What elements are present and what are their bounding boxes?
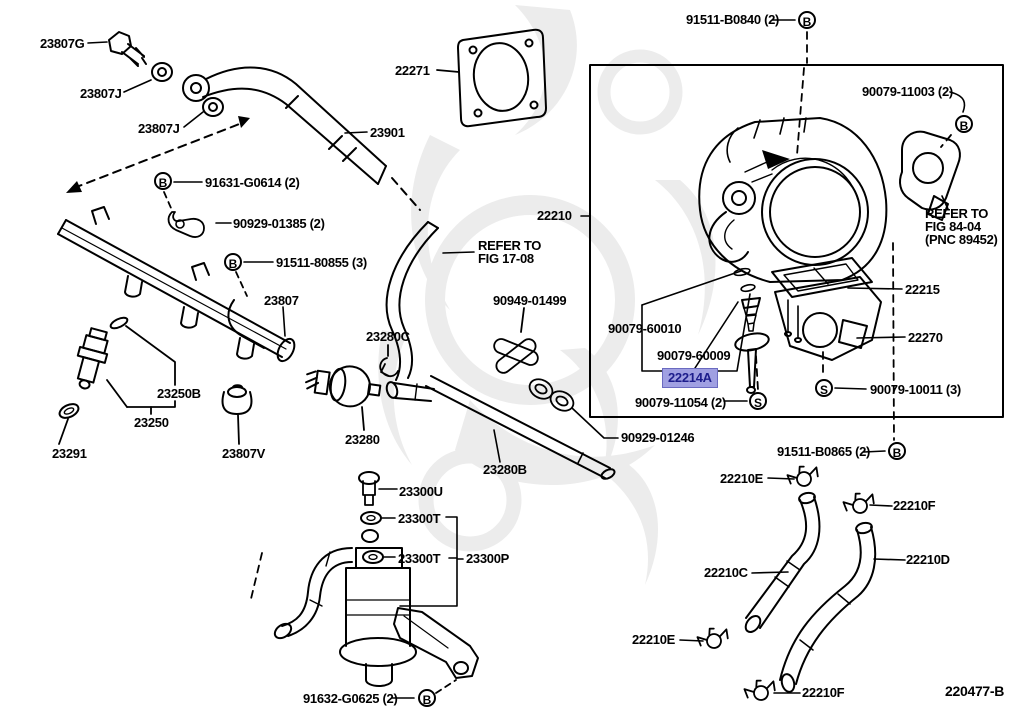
arrowheads xyxy=(66,116,250,193)
part-label-23807v: 23807V xyxy=(222,446,266,461)
part-label-22210c: 22210C xyxy=(704,565,748,580)
tps-sensor-drawing xyxy=(899,130,961,221)
water-hose-22210c-drawing xyxy=(744,491,821,633)
water-hose-22210d-drawing xyxy=(779,521,877,693)
note-refer-fig-17-08: REFER TO FIG 17-08 xyxy=(478,238,542,266)
return-hose-fig1708-drawing xyxy=(385,221,439,402)
part-label-22210e-2: 22210E xyxy=(632,632,676,647)
part-label-91511-80855: 91511-80855 (3) xyxy=(276,255,367,270)
part-label-23280c: 23280C xyxy=(366,329,410,344)
dash-91632-b xyxy=(435,679,457,694)
part-label-90079-60009: 90079-60009 xyxy=(657,348,731,363)
callout-b-90079-11003: B xyxy=(955,115,973,133)
insulator-23807v-drawing xyxy=(221,384,253,445)
callout-leaders-right xyxy=(723,19,966,453)
bracket-23300p-group xyxy=(399,516,464,607)
part-label-23901: 23901 xyxy=(370,125,405,140)
part-label-23807j-2: 23807J xyxy=(138,121,180,136)
part-label-91632-g0625: 91632-G0625 (2) xyxy=(303,691,398,706)
dashed-leader-arrows xyxy=(73,122,421,211)
part-label-23807: 23807 xyxy=(264,293,299,308)
oring-23291-drawing xyxy=(58,403,80,419)
damper-23280-drawing xyxy=(305,365,382,408)
injector-oring-upper xyxy=(109,316,129,330)
pump-bracket-arm-drawing xyxy=(393,607,479,679)
hose-clamps xyxy=(696,465,875,701)
callout-b-91511-b0840: B xyxy=(798,11,816,29)
pump-dashed-leader xyxy=(249,552,263,604)
left-dashed-callout-lines xyxy=(163,191,248,297)
fuel-pump-23300-drawing xyxy=(273,529,417,687)
leader-23280 xyxy=(361,406,365,431)
box-dashed-lines xyxy=(755,31,952,441)
callout-b-91511-80855: B xyxy=(224,253,242,271)
part-label-23280b: 23280B xyxy=(483,462,527,477)
part-label-23300p: 23300P xyxy=(466,551,510,566)
part-label-91511-b0865: 91511-B0865 (2) xyxy=(777,444,871,459)
watermark-art xyxy=(378,5,716,585)
gasket-22215-drawing xyxy=(771,257,903,298)
callout-b-91511-b0865: B xyxy=(888,442,906,460)
left-leaders xyxy=(87,41,591,463)
part-label-22210f-2: 22210F xyxy=(802,685,845,700)
clamp-90949-01499-drawing xyxy=(493,307,539,374)
bracket-23250-group xyxy=(58,325,176,445)
washer-23300t-1-drawing xyxy=(360,511,396,525)
cold-start-injector-22214-drawing xyxy=(734,297,770,394)
throttle-body-22210-drawing xyxy=(698,117,888,283)
union-washer-23807j-1 xyxy=(151,62,173,82)
part-label-90079-11003: 90079-11003 (2) xyxy=(862,84,953,99)
note-refer-fig-84-04: REFER TO FIG 84-04 (PNC 89452) xyxy=(925,206,998,247)
clamp-23280c-drawing xyxy=(379,344,399,378)
part-label-23250: 23250 xyxy=(134,415,169,430)
part-label-23807j-1: 23807J xyxy=(80,86,122,101)
part-label-22210: 22210 xyxy=(537,208,572,223)
part-label-90929-01246: 90929-01246 xyxy=(621,430,695,445)
part-label-22271: 22271 xyxy=(395,63,430,78)
part-label-23300t-1: 23300T xyxy=(398,511,441,526)
part-label-90079-60010: 90079-60010 xyxy=(608,321,682,336)
part-label-23807g: 23807G xyxy=(40,36,85,51)
part-label-22270: 22270 xyxy=(908,330,943,345)
figure-code: 220477-B xyxy=(945,683,1005,699)
part-label-23280: 23280 xyxy=(345,432,380,447)
part-label-22210e-1: 22210E xyxy=(720,471,764,486)
washer-23300t-2-drawing xyxy=(362,550,396,564)
banjo-bolt-23807g-drawing xyxy=(108,31,147,67)
callout-b-91631: B xyxy=(154,172,172,190)
part-label-90949-01499: 90949-01499 xyxy=(493,293,567,308)
isc-valve-22270-drawing xyxy=(774,276,906,361)
part-label-22210f-1: 22210F xyxy=(893,498,936,513)
detail-box xyxy=(589,64,1004,418)
part-label-22210d: 22210D xyxy=(906,552,950,567)
part-label-91511-b0840: 91511-B0840 (2) xyxy=(686,12,780,27)
fuel-pipe-23280b-drawing xyxy=(425,375,616,480)
clamp-90929-01385-drawing xyxy=(167,211,205,238)
callout-s-90079-10011: S xyxy=(815,379,833,397)
callout-b-91632: B xyxy=(418,689,436,707)
union-washer-23807j-2 xyxy=(202,97,224,117)
part-label-90079-11054: 90079-11054 (2) xyxy=(635,395,726,410)
part-label-23250b: 23250B xyxy=(157,386,201,401)
part-label-90929-01385: 90929-01385 (2) xyxy=(233,216,325,231)
throttle-gasket-22271-drawing xyxy=(436,28,547,128)
part-label-23300u: 23300U xyxy=(399,484,443,499)
part-label-23300t-2: 23300T xyxy=(398,551,441,566)
grommets-90929-01246-drawing xyxy=(528,378,619,439)
direction-arrow xyxy=(762,150,790,169)
hose-label-leaders xyxy=(679,477,906,694)
part-label-23291: 23291 xyxy=(52,446,87,461)
highlight-box[interactable]: 22214A xyxy=(662,368,718,388)
part-label-91631-g0614: 91631-G0614 (2) xyxy=(205,175,300,190)
part-label-22215: 22215 xyxy=(905,282,940,297)
callout-s-90079-11054: S xyxy=(749,392,767,410)
part-label-90079-10011: 90079-10011 (3) xyxy=(870,382,961,397)
bolt-23300u-drawing xyxy=(358,471,398,506)
part-label-22214a-highlighted[interactable]: 22214A xyxy=(662,368,718,388)
injector-23250-drawing xyxy=(76,327,109,390)
fuel-rail-23807-drawing xyxy=(57,206,296,363)
fuel-hose-23901-drawing xyxy=(182,66,387,185)
